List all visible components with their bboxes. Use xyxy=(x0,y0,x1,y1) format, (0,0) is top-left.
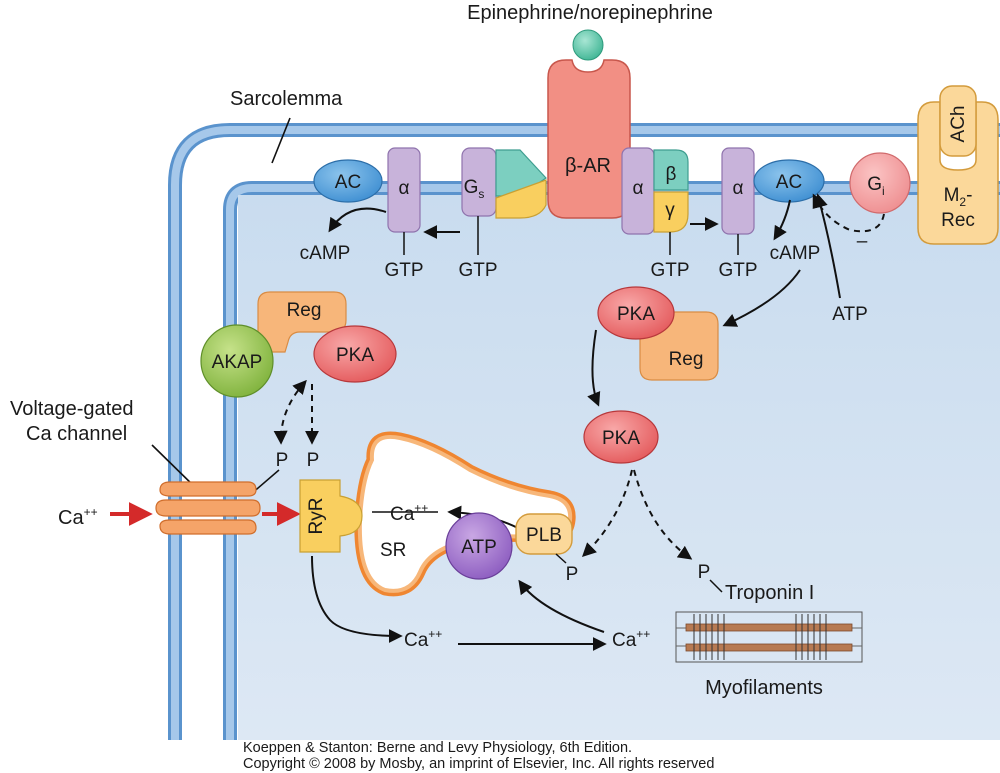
p-ryr: P xyxy=(307,450,320,471)
m2-receptor: ACh M2- Rec xyxy=(917,85,999,245)
svg-text:Reg: Reg xyxy=(669,349,704,370)
gi-g: G xyxy=(867,174,882,195)
m2-rec-label: Rec xyxy=(941,210,975,231)
svg-text:AC: AC xyxy=(335,172,361,193)
ach-molecule xyxy=(939,85,977,157)
p-troponin-link xyxy=(709,579,723,593)
p-plb: P xyxy=(566,564,579,585)
pka-reg-complex: Reg PKA xyxy=(597,286,719,381)
myofilaments-label: Myofilaments xyxy=(705,677,823,699)
camp-label-right: cAMP xyxy=(770,243,821,264)
minus-sign: – xyxy=(857,231,868,252)
gtp-label-1: GTP xyxy=(384,260,423,281)
alpha-subunit-right: α xyxy=(721,147,755,255)
arrow-pka-to-channel-p xyxy=(273,379,307,445)
ca-cytosol: Ca xyxy=(404,630,429,651)
adenylyl-cyclase-left: AC xyxy=(313,159,383,203)
gs-g: G xyxy=(464,177,479,198)
gtp-label-3: GTP xyxy=(650,260,689,281)
svg-text:β-AR: β-AR xyxy=(565,155,611,177)
sarcolemma-label: Sarcolemma xyxy=(230,88,343,110)
akap-complex: Reg AKAP PKA xyxy=(200,291,397,398)
svg-text:Reg: Reg xyxy=(287,300,322,321)
pka-free: PKA xyxy=(583,410,659,464)
gtp-label-4: GTP xyxy=(718,260,757,281)
sr-label: SR xyxy=(380,540,406,561)
svg-text:ATP: ATP xyxy=(461,537,497,558)
m2-sub: 2 xyxy=(959,195,966,209)
serca-pump: ATP xyxy=(445,512,513,580)
p-plb-link xyxy=(555,553,567,564)
myofilaments xyxy=(675,611,863,663)
svg-text:Ca++: Ca++ xyxy=(612,627,650,651)
arrow-pka-to-plb xyxy=(581,469,633,557)
ca-sr-sup: ++ xyxy=(414,501,428,515)
ca-outside: Ca xyxy=(58,507,84,529)
ca-myofilament: Ca xyxy=(612,630,637,651)
voltage-gated-label-2: Ca channel xyxy=(26,423,127,445)
ryanodine-receptor: RyR xyxy=(299,479,363,553)
voltage-gated-ca-channel xyxy=(155,481,261,535)
svg-text:α: α xyxy=(633,178,644,199)
arrow-pka-to-troponin xyxy=(633,469,693,560)
arrow-ac-to-camp-right xyxy=(773,199,791,241)
svg-text:α: α xyxy=(733,178,744,199)
svg-text:PLB: PLB xyxy=(526,525,562,546)
troponin-label: Troponin I xyxy=(725,582,814,604)
svg-text:γ: γ xyxy=(665,200,675,221)
arrow-atp-to-ac xyxy=(814,193,841,299)
beta-adrenergic-receptor: β-AR xyxy=(547,59,631,219)
credit-line-2: Copyright © 2008 by Mosby, an imprint of… xyxy=(243,756,714,772)
g-protein-right: α β γ xyxy=(621,147,689,255)
svg-text:PKA: PKA xyxy=(602,428,640,449)
sarcolemma-pointer xyxy=(271,117,291,164)
svg-text:Ca++: Ca++ xyxy=(390,501,428,525)
credit-line-1: Koeppen & Stanton: Berne and Levy Physio… xyxy=(243,740,632,756)
arrow-ca-reuptake xyxy=(518,579,605,633)
gi-sub: i xyxy=(882,184,885,198)
p-channel: P xyxy=(276,450,289,471)
ca-cytosol-sup: ++ xyxy=(428,627,442,641)
atp-label-right: ATP xyxy=(832,304,868,325)
m2-m: M xyxy=(944,185,960,206)
ca-myofilament-sup: ++ xyxy=(636,627,650,641)
ca-outside-sup: ++ xyxy=(84,505,98,519)
svg-text:PKA: PKA xyxy=(336,345,374,366)
p-troponin: P xyxy=(698,562,711,583)
arrow-ac-to-camp-left xyxy=(328,207,387,233)
arrow-pka-release xyxy=(587,329,601,407)
svg-text:AC: AC xyxy=(776,172,802,193)
svg-text:ACh: ACh xyxy=(948,106,969,143)
svg-text:PKA: PKA xyxy=(617,304,655,325)
gs-protein-left: Gs xyxy=(461,147,547,255)
svg-text:α: α xyxy=(399,178,410,199)
svg-text:RyR: RyR xyxy=(306,498,327,535)
m2-dash: - xyxy=(966,185,972,206)
svg-text:Gi: Gi xyxy=(867,174,884,198)
beta-ar-suffix: -AR xyxy=(577,155,611,177)
alpha-subunit-left: α xyxy=(387,147,421,255)
arrow-camp-to-pka xyxy=(722,269,801,327)
ligand-molecule xyxy=(572,29,604,61)
gi-protein: Gi xyxy=(849,152,911,214)
svg-text:M2-: M2- xyxy=(944,185,973,209)
camp-label-left: cAMP xyxy=(300,243,351,264)
ligand-label: Epinephrine/norepinephrine xyxy=(467,2,713,24)
gs-sub: s xyxy=(478,187,484,201)
gtp-label-2: GTP xyxy=(458,260,497,281)
adenylyl-cyclase-right: AC xyxy=(753,159,825,203)
svg-text:AKAP: AKAP xyxy=(212,352,263,373)
beta-ar-beta: β xyxy=(565,155,577,177)
ca-sr: Ca xyxy=(390,504,415,525)
svg-text:Gs: Gs xyxy=(464,177,485,201)
voltage-gated-label-1: Voltage-gated xyxy=(10,398,133,420)
svg-text:Ca++: Ca++ xyxy=(58,505,98,529)
arrow-ryr-release xyxy=(311,555,403,643)
phospholamban: PLB xyxy=(515,513,573,555)
caption-background xyxy=(0,740,1000,773)
svg-text:β: β xyxy=(666,164,677,185)
svg-text:Ca++: Ca++ xyxy=(404,627,442,651)
